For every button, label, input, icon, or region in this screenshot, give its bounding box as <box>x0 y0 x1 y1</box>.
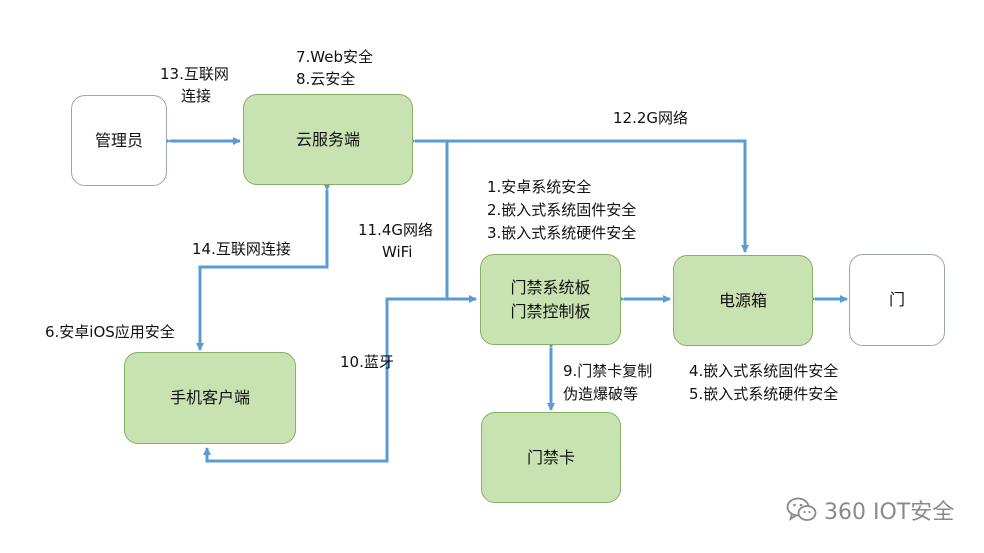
access-card-node: 门禁卡 <box>481 412 621 503</box>
admin-node: 管理员 <box>71 95 167 186</box>
connector-cloud-mobile <box>196 183 331 351</box>
door-label: 门 <box>888 290 905 309</box>
label-7: 7.Web安全 <box>296 48 374 66</box>
wechat-icon <box>786 497 817 522</box>
label-6: 6.安卓iOS应用安全 <box>45 323 175 341</box>
cloud-server-label: 云服务端 <box>295 129 360 149</box>
label-2: 2.嵌入式系统固件安全 <box>487 201 637 219</box>
power-box-node: 电源箱 <box>673 255 813 346</box>
label-1: 1.安卓系统安全 <box>487 178 592 196</box>
mobile-client-node: 手机客户端 <box>124 352 296 444</box>
power-box-label: 电源箱 <box>718 290 767 310</box>
access-board-label-2: 门禁控制板 <box>510 301 591 321</box>
access-board-node: 门禁系统板 门禁控制板 <box>480 254 621 345</box>
mobile-client-label: 手机客户端 <box>169 388 250 407</box>
cloud-server-node: 云服务端 <box>243 94 413 185</box>
label-11-line1: 11.4G网络 <box>358 221 434 239</box>
label-10: 10.蓝牙 <box>340 353 394 371</box>
label-13-line2: 连接 <box>181 87 212 105</box>
label-13-line1: 13.互联网 <box>160 65 229 83</box>
label-3: 3.嵌入式系统硬件安全 <box>487 224 637 242</box>
watermark: 360 IOT安全 <box>786 494 954 526</box>
label-4: 4.嵌入式系统固件安全 <box>689 362 839 380</box>
connector-bluetooth <box>203 297 447 463</box>
access-board-label-1: 门禁系统板 <box>510 277 591 297</box>
label-11-line2: WiFi <box>382 243 413 261</box>
door-node: 门 <box>849 254 945 346</box>
label-5: 5.嵌入式系统硬件安全 <box>689 385 839 403</box>
label-12: 12.2G网络 <box>613 109 689 127</box>
admin-label: 管理员 <box>94 130 143 150</box>
connector-cloud-power <box>408 137 749 253</box>
access-card-label: 门禁卡 <box>526 447 575 467</box>
label-9-line1: 9.门禁卡复制 <box>563 362 653 380</box>
label-14: 14.互联网连接 <box>192 240 291 258</box>
connector-network-board <box>445 141 477 303</box>
label-9-line2: 伪造爆破等 <box>563 385 639 403</box>
watermark-text: 360 IOT安全 <box>824 500 955 525</box>
label-8: 8.云安全 <box>296 70 356 88</box>
